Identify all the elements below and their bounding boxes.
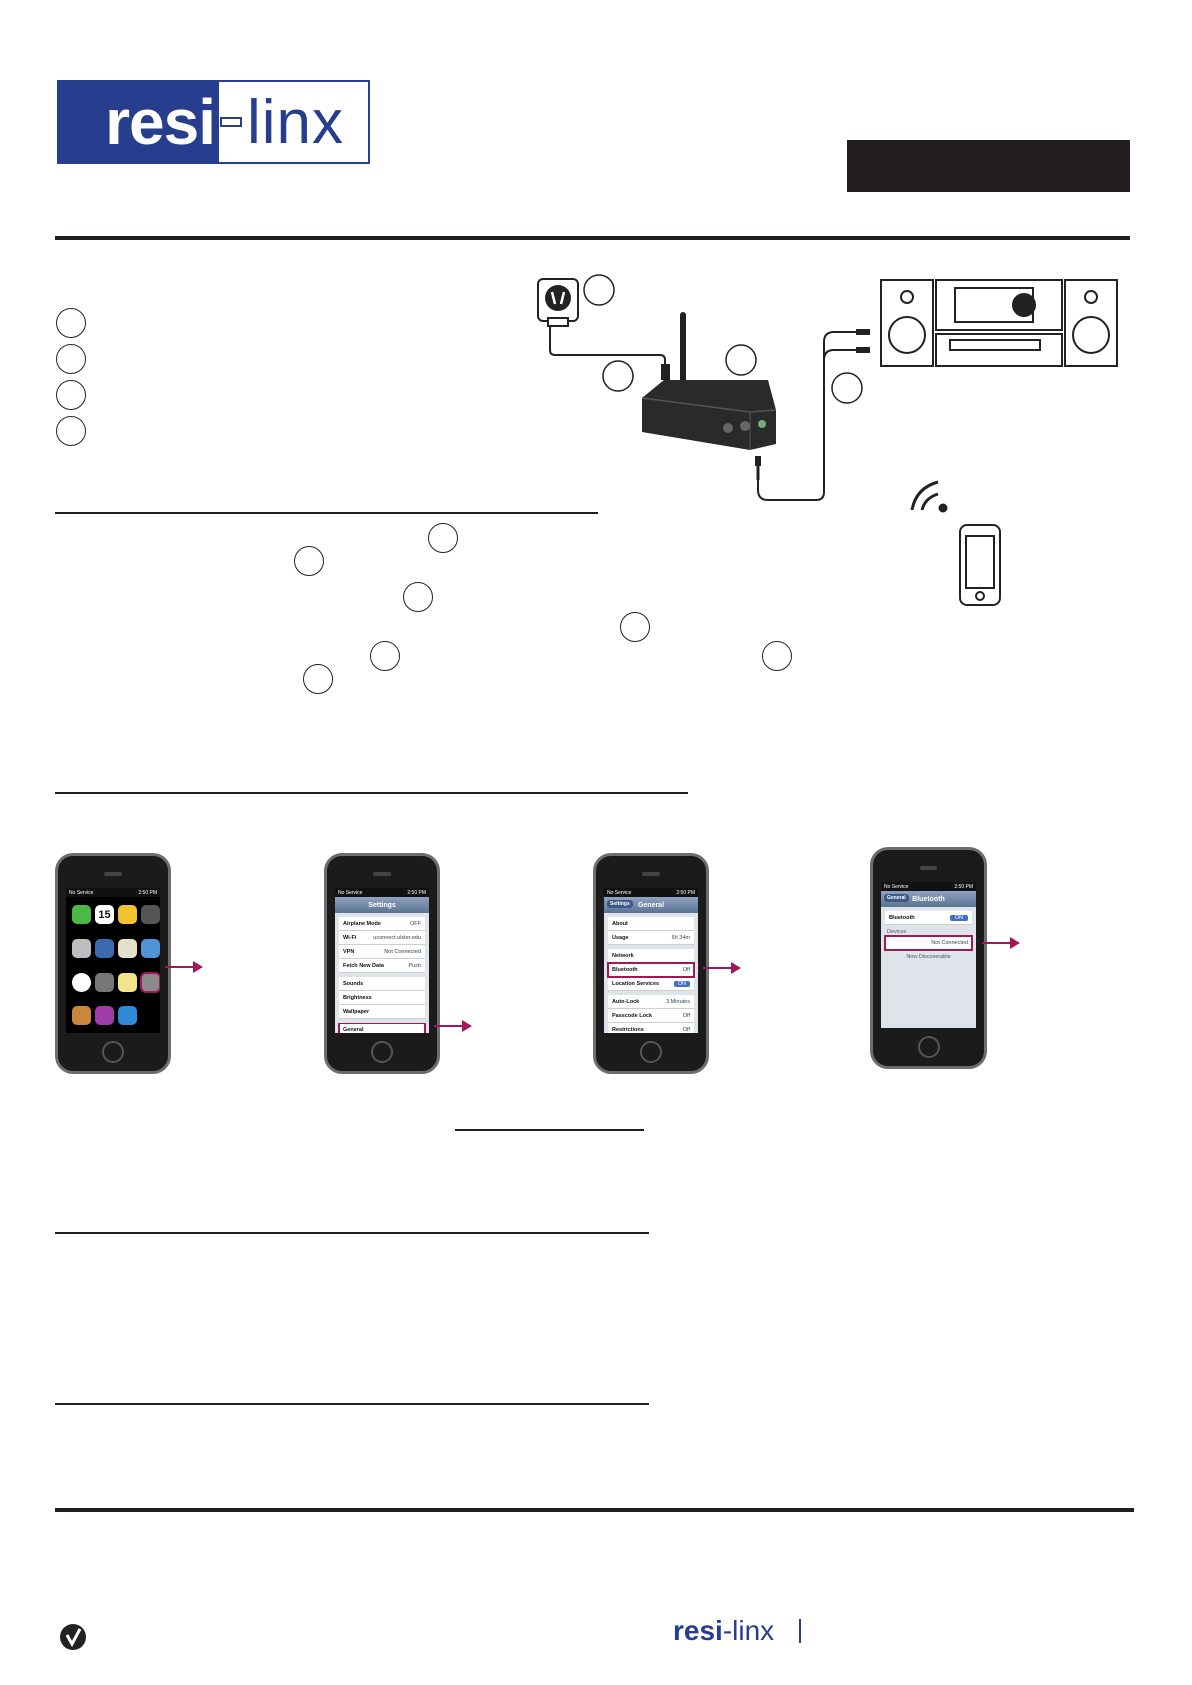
contacts-icon[interactable]: [72, 1006, 91, 1026]
bluetooth-toggle[interactable]: ON: [949, 914, 968, 921]
header-rule: [55, 236, 1130, 240]
label-circle-4: [831, 372, 863, 404]
row-general[interactable]: General: [338, 1023, 426, 1033]
row-wallpaper[interactable]: Wallpaper: [339, 1005, 425, 1019]
step-circle: [428, 523, 458, 553]
notes-icon[interactable]: [118, 972, 137, 992]
underline: [455, 1129, 644, 1131]
footer-logo: resi-linx: [673, 1615, 775, 1646]
app-grid: 15: [66, 897, 160, 1033]
photos-icon[interactable]: [118, 905, 137, 924]
connection-diagram: [537, 274, 1118, 606]
wireless-signal-icon: [910, 480, 948, 513]
home-button[interactable]: [917, 1036, 940, 1058]
step-circle: [403, 582, 433, 612]
calendar-icon[interactable]: 15: [95, 905, 114, 924]
stereo-system-icon: [880, 279, 1118, 367]
step-circle: [370, 641, 400, 671]
row-network[interactable]: Network: [608, 949, 694, 963]
back-button[interactable]: General: [884, 894, 909, 902]
camera-icon[interactable]: [141, 905, 160, 924]
logo-text-right: linx: [247, 87, 345, 157]
logo-dash: [220, 117, 242, 127]
clock-icon[interactable]: [72, 972, 91, 992]
stocks-icon[interactable]: [95, 938, 114, 958]
calculator-icon[interactable]: [95, 972, 114, 992]
section-rule: [55, 792, 688, 794]
label-circle-1: [583, 274, 615, 306]
youtube-icon[interactable]: [72, 938, 91, 958]
footer-rule: [55, 1508, 1134, 1512]
resilinx-logo: resi linx: [57, 80, 370, 164]
pointer-arrow: [434, 1020, 472, 1032]
pointer-arrow: [982, 937, 1020, 949]
settings-icon[interactable]: [140, 971, 160, 993]
list-number-circle: [56, 308, 86, 338]
itunes-icon[interactable]: [95, 1006, 114, 1026]
smartphone-icon: [959, 524, 1001, 606]
power-adapter-icon: [537, 278, 579, 327]
row-about[interactable]: About: [608, 917, 694, 931]
section-rule: [55, 1403, 649, 1405]
logo-text-left: resi: [59, 82, 219, 162]
sms-icon[interactable]: [72, 905, 91, 924]
app-store-icon[interactable]: [118, 1006, 137, 1026]
label-circle-3: [725, 344, 757, 376]
home-button[interactable]: [640, 1041, 662, 1063]
row-sounds[interactable]: Sounds: [339, 977, 425, 991]
pointer-arrow: [703, 962, 741, 974]
compliance-mark-icon: [60, 1624, 86, 1650]
settings-group: Sounds Brightness Wallpaper: [335, 977, 429, 1019]
maps-icon[interactable]: [118, 938, 137, 958]
step-circle: [762, 641, 792, 671]
home-button[interactable]: [371, 1041, 393, 1063]
weather-icon[interactable]: [141, 938, 160, 958]
back-button[interactable]: Settings: [607, 900, 633, 908]
footer-divider: [799, 1619, 801, 1643]
pointer-arrow: [165, 961, 203, 973]
list-number-circle: [56, 344, 86, 374]
row-brightness[interactable]: Brightness: [339, 991, 425, 1005]
step-circle: [303, 664, 333, 694]
settings-group: General: [335, 1023, 429, 1033]
step-circle: [620, 612, 650, 642]
bluetooth-receiver-icon: [641, 380, 777, 450]
list-number-circle: [56, 416, 86, 446]
section-rule: [55, 512, 598, 514]
list-number-circle: [56, 380, 86, 410]
section-rule: [55, 1232, 649, 1234]
row-device[interactable]: Not Connected: [884, 935, 973, 951]
antenna-icon: [680, 312, 686, 390]
devices-header: Devices: [887, 929, 907, 935]
title-bar: [847, 140, 1130, 192]
home-button[interactable]: [102, 1041, 124, 1063]
discoverable-status: Now Discoverable: [906, 954, 951, 960]
nav-bar: Settings: [335, 897, 429, 913]
label-circle-2: [602, 360, 634, 392]
step-circle: [294, 546, 324, 576]
